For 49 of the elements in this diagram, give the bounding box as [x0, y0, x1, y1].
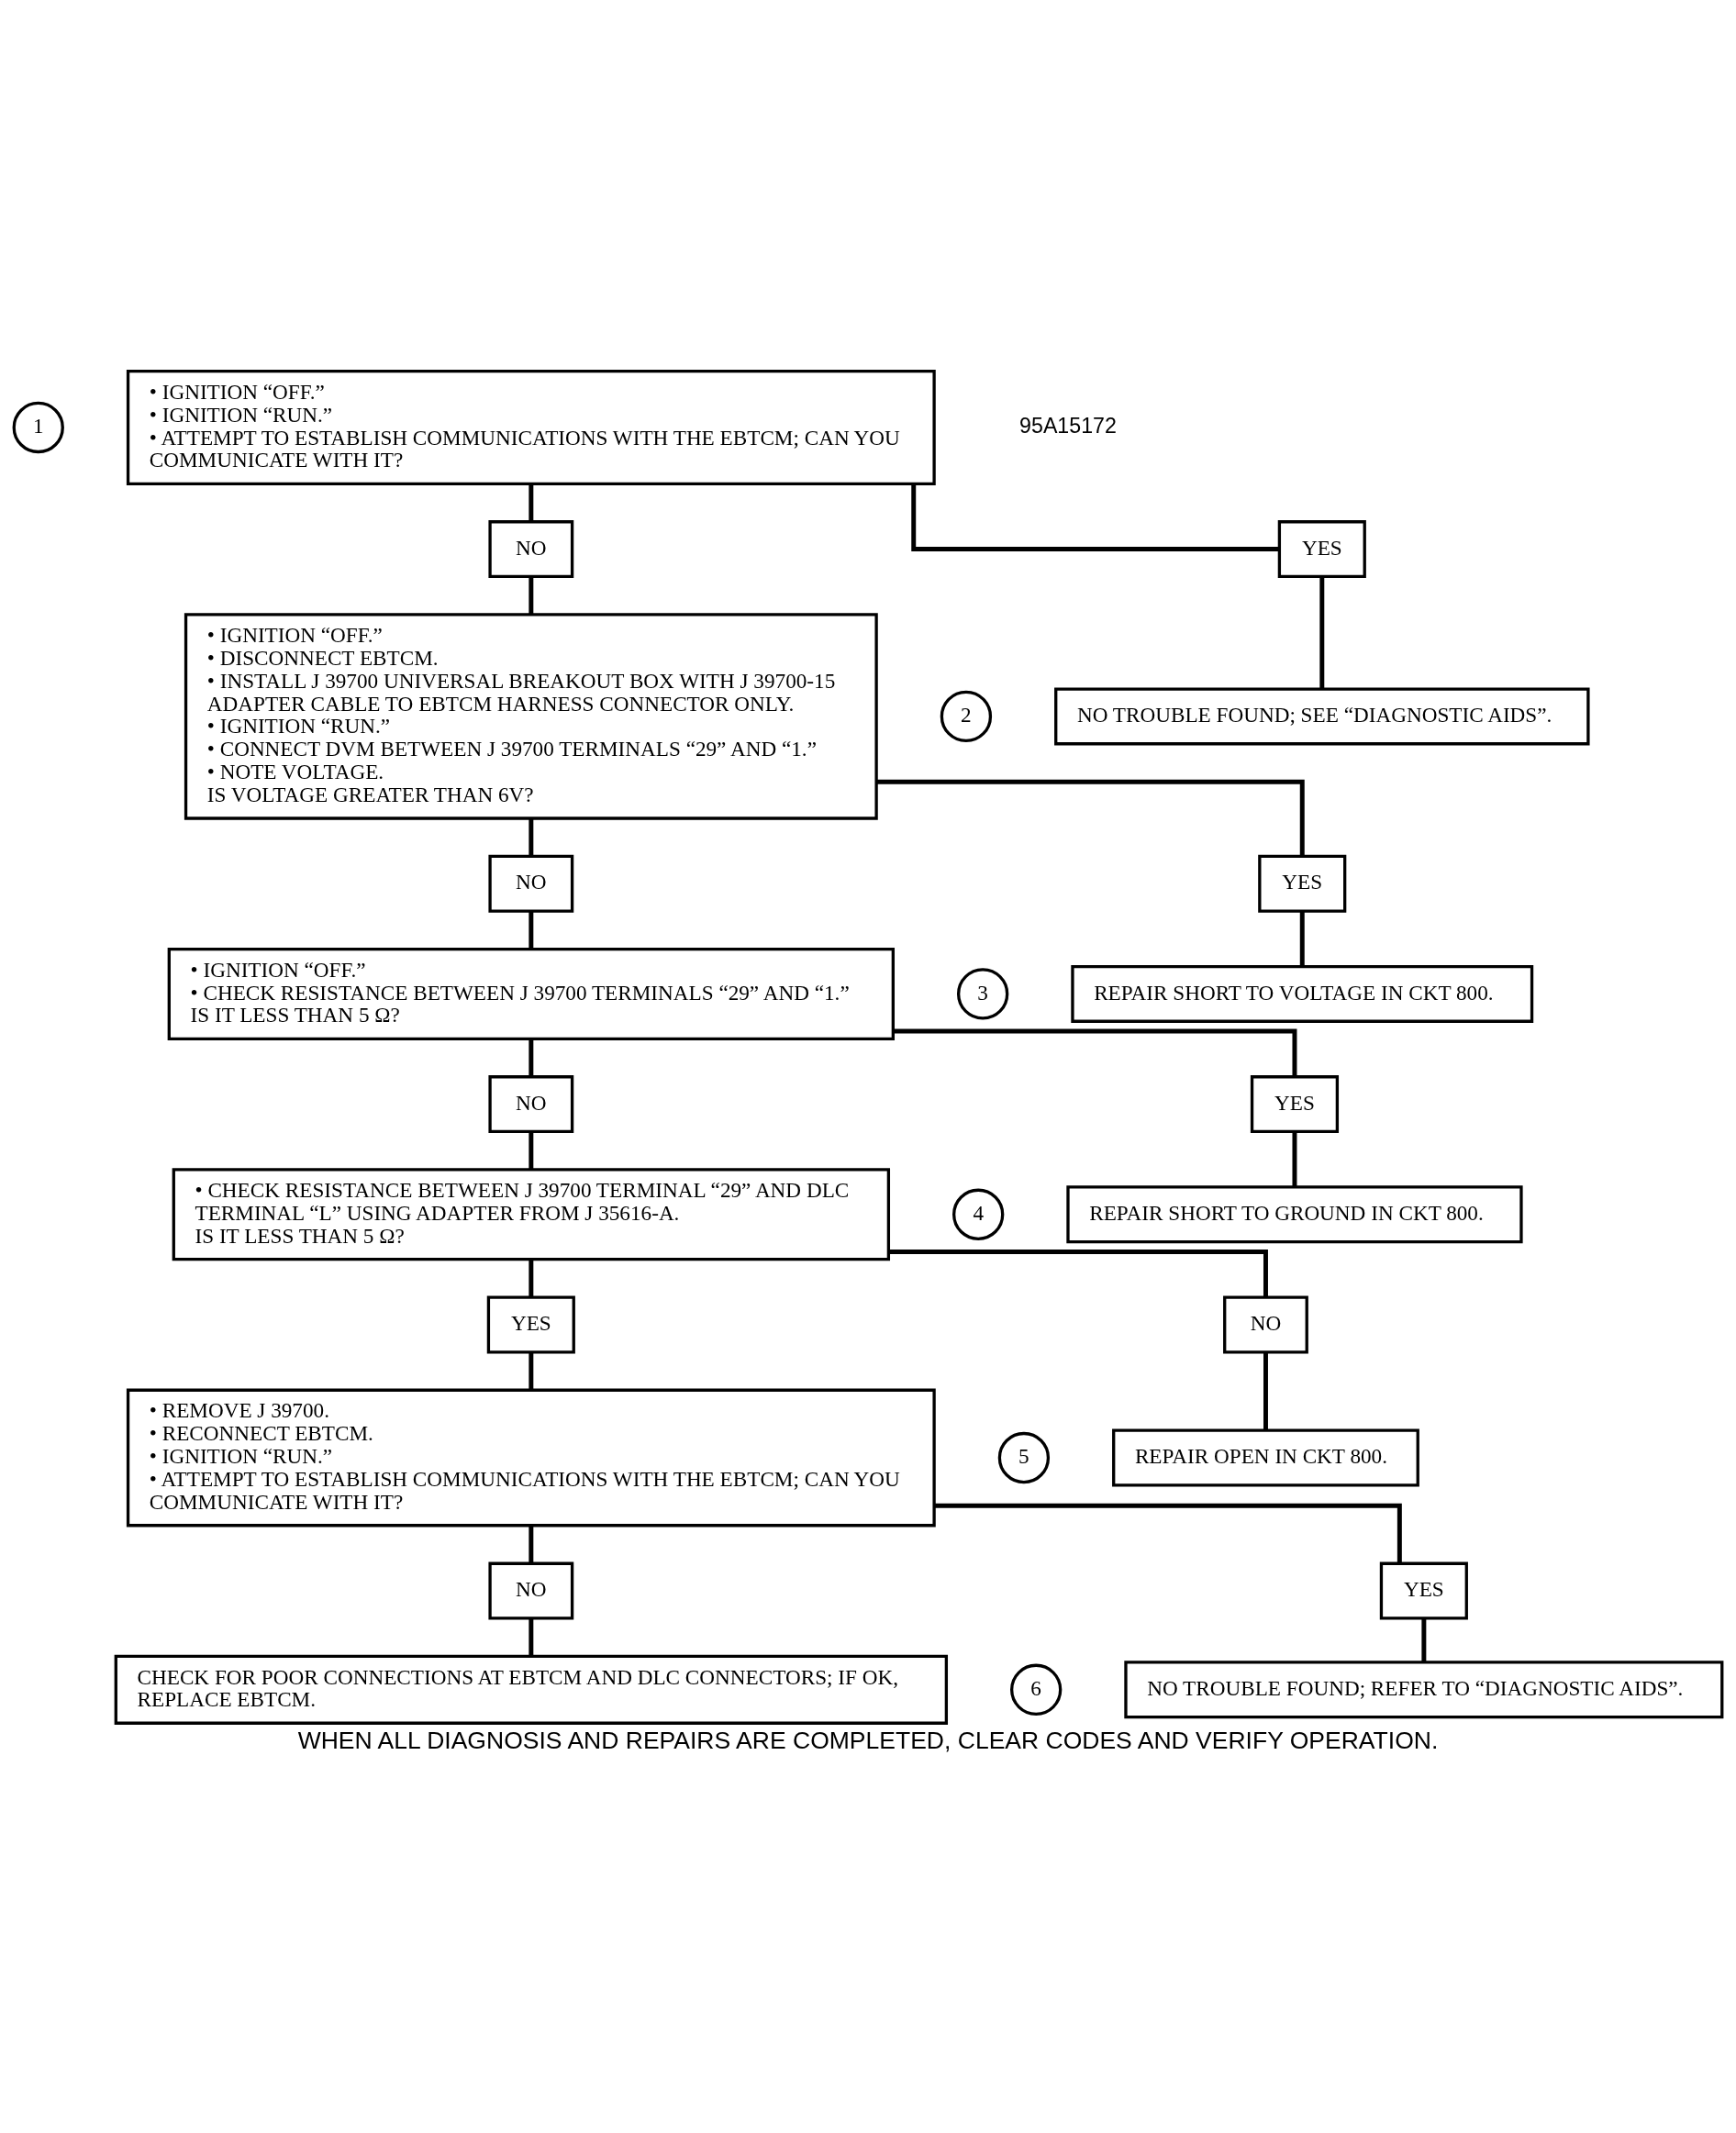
node-box: NO [488, 519, 574, 578]
node-label: 4 [973, 1200, 984, 1225]
node-box: NO [488, 854, 574, 913]
node-box: • CHECK RESISTANCE BETWEEN J 39700 TERMINAL “29” AND DLC TERMINAL “L” USING ADAPTER FROM J 35616-A. IS IT LESS THAN 5 Ω? [172, 1167, 891, 1261]
node-box: CHECK FOR POOR CONNECTIONS AT EBTCM AND DLC CONNECTORS; IF OK, REPLACE EBTCM. [114, 1654, 949, 1725]
caption: WHEN ALL DIAGNOSIS AND REPAIRS ARE COMPLETED, CLEAR CODES AND VERIFY OPERATION. [297, 1726, 1439, 1754]
connector [876, 779, 1305, 856]
connector [1299, 911, 1305, 967]
connector [529, 1131, 534, 1170]
connector [529, 1525, 534, 1563]
connector [934, 1503, 1402, 1563]
connector [529, 911, 534, 949]
node-box: NO TROUBLE FOUND; SEE “DIAGNOSTIC AIDS”. [1054, 686, 1590, 745]
node-label: 3 [977, 980, 988, 1005]
node-box: YES [486, 1294, 575, 1353]
connector [911, 483, 1279, 551]
connector [1319, 576, 1325, 689]
connector [529, 576, 534, 615]
connector [1421, 1617, 1427, 1662]
connector [529, 1617, 534, 1656]
node-label: 5 [1018, 1443, 1029, 1468]
connector [1263, 1351, 1268, 1430]
node-box: REPAIR SHORT TO GROUND IN CKT 800. [1066, 1184, 1523, 1243]
node-box: • IGNITION “OFF.” • DISCONNECT EBTCM. • INSTALL J 39700 UNIVERSAL BREAKOUT BOX WITH J 39700-15 ADAPTER CABLE TO EBTCM HARNESS CONNECTOR ONLY. • IGNITION “RUN.” • CONNECT DVM BETWEEN J 39700 TERMINALS “29” AND “1.” • NOTE VOLTAGE. IS VOLTAGE GREATER THAN 6V? [184, 612, 878, 820]
connector [893, 1028, 1297, 1077]
node-box: REPAIR SHORT TO VOLTAGE IN CKT 800. [1071, 964, 1534, 1023]
node-box: REPAIR OPEN IN CKT 800. [1112, 1428, 1419, 1486]
node-box: NO [488, 1074, 574, 1133]
node-box: YES [1379, 1561, 1468, 1620]
node-box: YES [1250, 1074, 1340, 1133]
node-label: 1 [32, 413, 44, 438]
node-box: NO TROUBLE FOUND; REFER TO “DIAGNOSTIC AIDS”. [1124, 1660, 1724, 1718]
connector [529, 817, 534, 856]
connector [529, 483, 534, 521]
node-box: • IGNITION “OFF.” • CHECK RESISTANCE BETWEEN J 39700 TERMINALS “29” AND “1.” IS IT LESS THAN 5 Ω? [167, 947, 895, 1040]
node-box: YES [1277, 519, 1366, 578]
node-box: NO [488, 1561, 574, 1620]
node-box: NO [1223, 1294, 1308, 1353]
connector [888, 1249, 1268, 1297]
connector [1292, 1131, 1297, 1187]
node-box: YES [1258, 854, 1347, 913]
node-label: 6 [1030, 1675, 1041, 1700]
connector [529, 1259, 534, 1297]
node-box: • IGNITION “OFF.” • IGNITION “RUN.” • ATTEMPT TO ESTABLISH COMMUNICATIONS WITH THE EBTCM; CAN YOU COMMUNICATE WITH IT? [126, 369, 936, 485]
label: 95A15172 [1019, 413, 1117, 438]
node-box: • REMOVE J 39700. • RECONNECT EBTCM. • IGNITION “RUN.” • ATTEMPT TO ESTABLISH COMMUNICATIONS WITH THE EBTCM; CAN YOU COMMUNICATE WITH IT? [126, 1388, 936, 1527]
connector [529, 1039, 534, 1076]
connector [529, 1351, 534, 1390]
node-label: 2 [961, 702, 972, 727]
